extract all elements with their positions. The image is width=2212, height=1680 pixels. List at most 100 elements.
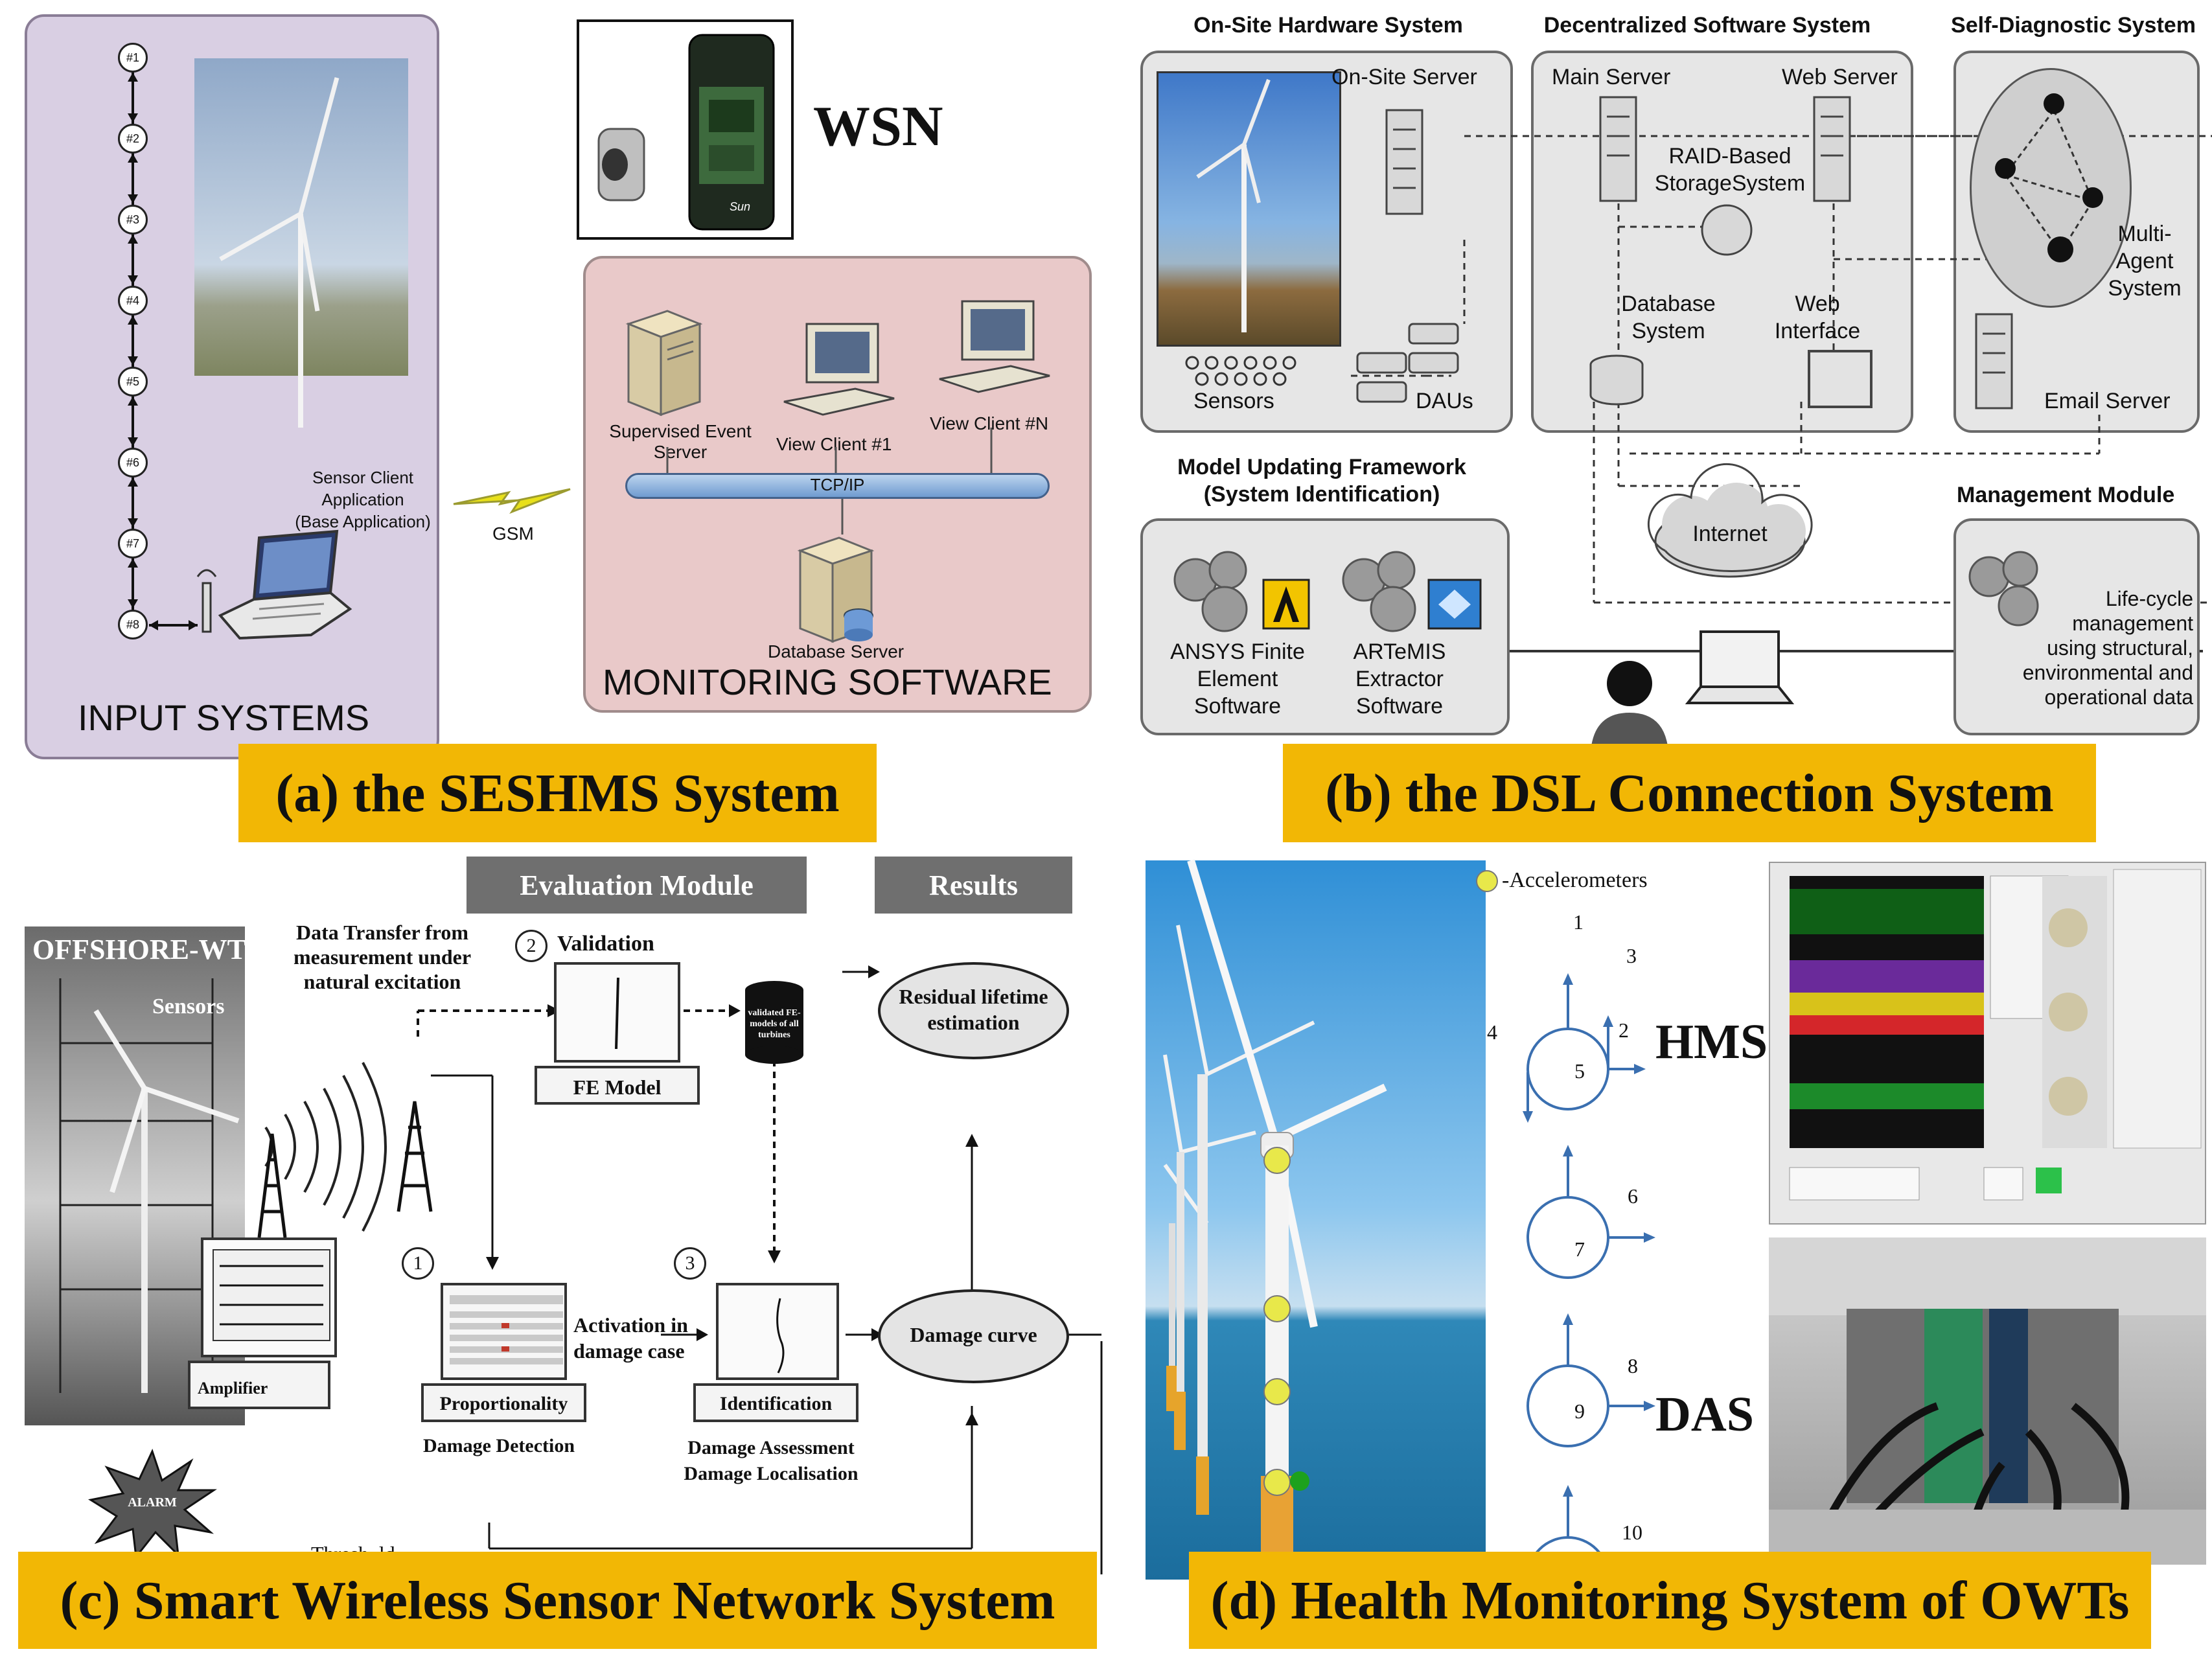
sensor-node: #3 — [118, 205, 148, 235]
data-transfer-label: Data Transfer from measurement under nat… — [293, 921, 472, 993]
evaluation-module-header: Evaluation Module — [467, 857, 807, 914]
das-label: DAS — [1655, 1387, 1755, 1442]
proportionality-label: Proportionality — [439, 1393, 568, 1414]
database-system-label: Database System — [1621, 292, 1716, 343]
amplifier-monitor — [201, 1237, 337, 1357]
header-self-diagnostic: Self-Diagnostic System — [1951, 13, 2196, 38]
email-server-icon — [1975, 313, 2013, 409]
management-gears-icon — [1968, 551, 2039, 627]
sensor-node: #4 — [118, 286, 148, 316]
header-management: Management Module — [1957, 483, 2175, 507]
accelerometer-legend-dot — [1476, 870, 1498, 892]
hms-label: HMS — [1655, 1015, 1768, 1069]
web-interface-label: Web Interface — [1774, 292, 1861, 343]
laptop-b-icon — [1685, 630, 1795, 704]
ansys-label: ANSYS Finite Element Software — [1170, 639, 1305, 719]
antenna-icon — [196, 569, 217, 633]
database-icon — [1589, 354, 1644, 406]
alarm-label: ALARM — [128, 1495, 177, 1510]
monitoring-software-label: MONITORING SOFTWARE — [603, 662, 1052, 702]
input-systems-label: INPUT SYSTEMS — [78, 697, 370, 738]
validation-number-text: 2 — [526, 935, 536, 956]
onsite-server-label: On-Site Server — [1331, 65, 1477, 89]
detection-number-text: 1 — [413, 1252, 423, 1274]
validation-number — [515, 930, 547, 962]
validated-label: validated FE- models of all turbines — [748, 1008, 801, 1040]
view-client-n-icon — [939, 300, 1050, 393]
header-decentralized: Decentralized Software System — [1543, 13, 1871, 38]
fe-model-base — [535, 1066, 700, 1105]
server-icon — [625, 310, 703, 417]
gsm-lightning-icon — [453, 488, 571, 514]
daus-label: DAUs — [1416, 389, 1473, 413]
sensor-symbols — [1185, 356, 1296, 386]
wsn-label: WSN — [813, 95, 943, 158]
sensor-num-9: 9 — [1574, 1399, 1585, 1423]
sun-logo: Sun — [730, 200, 751, 213]
agent-icons — [1995, 93, 2103, 262]
sensor-num-6: 6 — [1628, 1184, 1638, 1208]
alarm-burst-icon — [88, 1448, 217, 1559]
view-client-1-label: View Client #1 — [776, 434, 892, 454]
sensor-node: #2 — [118, 124, 148, 154]
sensors-c-label: Sensors — [152, 995, 225, 1018]
owt-photo — [1146, 860, 1486, 1580]
detection-number — [402, 1247, 434, 1280]
gsm-label: GSM — [492, 524, 534, 544]
view-client-n-label: View Client #N — [930, 413, 1049, 433]
amplifier-label: Amplifier — [198, 1379, 268, 1398]
database-server-icon — [797, 536, 875, 643]
lifecycle-label: Life-cycle management using structural, … — [2022, 587, 2193, 709]
sensor-num-7: 7 — [1574, 1237, 1585, 1261]
header-onsite: On-Site Hardware System — [1193, 13, 1463, 38]
validation-label: Validation — [557, 932, 654, 956]
artemis-gears-icon — [1342, 551, 1482, 632]
supervised-server-label: Supervised Event Server — [609, 421, 752, 462]
damage-assessment-label: Damage Assessment Damage Localisation — [684, 1437, 858, 1484]
sensor-orientation-diagram — [1523, 973, 1655, 1619]
sensor-node: #8 — [118, 610, 148, 639]
panel-c: Evaluation Module Results OFFSHORE-WT Se… — [0, 842, 1114, 1680]
dau-icons — [1356, 323, 1459, 403]
validated-db-icon — [745, 981, 803, 1064]
panel-d: -Accelerometers 1 2 3 4 5 6 7 8 9 10 HMS… — [1127, 842, 2212, 1680]
web-interface-icon — [1808, 350, 1872, 408]
sensor-node: #5 — [118, 367, 148, 397]
internet-label: Internet — [1692, 522, 1768, 546]
ansys-gears-icon — [1173, 551, 1310, 632]
sensor-num-10: 10 — [1622, 1521, 1642, 1544]
damage-curve-ellipse — [878, 1289, 1069, 1383]
raid-label: RAID-Based StorageSystem — [1654, 144, 1806, 196]
turbine-photo — [194, 58, 408, 428]
identification-label: Identification — [719, 1393, 833, 1414]
sensor-num-2: 2 — [1619, 1018, 1629, 1042]
caption-c: (c) Smart Wireless Sensor Network System — [18, 1552, 1097, 1649]
identification-base — [693, 1383, 858, 1422]
email-server-label: Email Server — [2044, 389, 2171, 413]
das-photo — [1769, 1237, 2206, 1567]
proportionality-monitor — [441, 1283, 567, 1380]
sensor-num-4: 4 — [1487, 1020, 1497, 1044]
identification-monitor — [716, 1283, 839, 1380]
sensor-node: #1 — [118, 43, 148, 73]
proportionality-base — [421, 1383, 586, 1422]
panel-b: On-Site Hardware System Decentralized So… — [1127, 0, 2212, 842]
residual-ellipse — [878, 962, 1069, 1059]
sensor-node: #6 — [118, 448, 148, 478]
caption-b: (b) the DSL Connection System — [1283, 744, 2096, 842]
assessment-number-text: 3 — [685, 1252, 695, 1274]
raid-storage-icon — [1701, 204, 1753, 256]
header-model-updating: Model Updating Framework (System Identif… — [1177, 455, 1466, 507]
laptop-icon — [218, 529, 352, 640]
sensor-num-8: 8 — [1628, 1354, 1638, 1377]
amplifier-base — [188, 1361, 330, 1409]
user-icon — [1591, 661, 1668, 752]
internet-cloud-icon — [1647, 463, 1813, 578]
web-server-icon — [1813, 96, 1851, 202]
main-server-icon — [1599, 96, 1637, 202]
web-server-label: Web Server — [1782, 65, 1898, 89]
assessment-number — [674, 1247, 706, 1280]
sensor-num-1: 1 — [1573, 910, 1584, 934]
damage-curve-label: Damage curve — [910, 1323, 1037, 1346]
sensor-num-3: 3 — [1626, 944, 1637, 967]
